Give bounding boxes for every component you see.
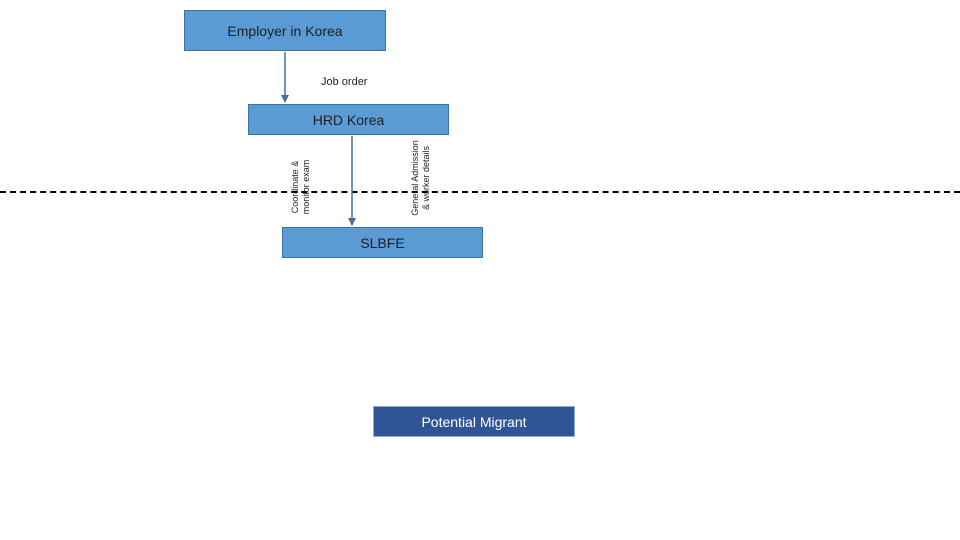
slbfe-node-label: SLBFE	[360, 234, 405, 251]
employer-node-label: Employer in Korea	[227, 22, 343, 39]
potential-migrant-node-label: Potential Migrant	[421, 413, 527, 430]
slbfe-node: SLBFE	[282, 227, 483, 258]
hrd-korea-node-label: HRD Korea	[312, 111, 385, 128]
employer-node: Employer in Korea	[184, 10, 386, 51]
job-order-label: Job order	[321, 76, 368, 88]
hrd-korea-node: HRD Korea	[248, 104, 449, 135]
dashed-divider-line	[0, 191, 960, 193]
potential-migrant-node: Potential Migrant	[373, 406, 575, 437]
